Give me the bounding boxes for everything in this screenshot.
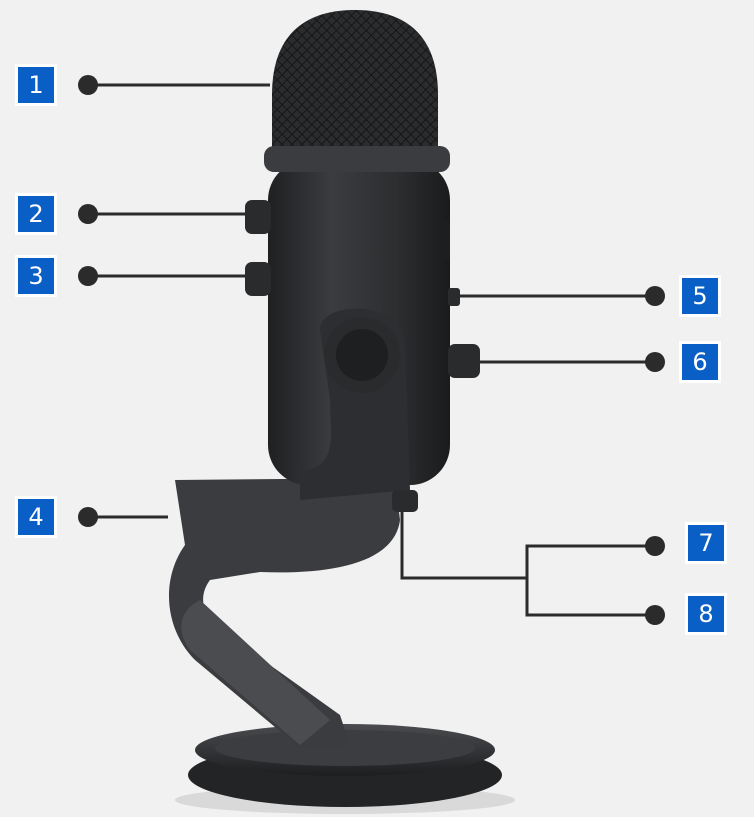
callout-3-label: 3 — [18, 258, 54, 294]
callout-8: 8 — [685, 593, 727, 635]
dot-2 — [78, 204, 98, 224]
grille-ring — [264, 146, 450, 172]
callout-2-label: 2 — [18, 196, 54, 232]
dot-4 — [78, 507, 98, 527]
dot-8 — [645, 605, 665, 625]
stand-arm-face — [181, 600, 330, 745]
callout-6-label: 6 — [682, 344, 718, 380]
side-jack — [440, 220, 450, 260]
callout-1: 1 — [15, 64, 57, 106]
knob-left-lower — [245, 262, 271, 296]
leader-lines — [88, 83, 655, 617]
knob-left-upper — [245, 200, 271, 234]
dot-6 — [645, 352, 665, 372]
dot-5 — [645, 286, 665, 306]
mount-knob-inner — [336, 329, 388, 381]
callout-5-label: 5 — [682, 278, 718, 314]
callout-4: 4 — [15, 496, 57, 538]
callout-4-label: 4 — [18, 499, 54, 535]
dot-7 — [645, 536, 665, 556]
bottom-port — [392, 490, 418, 512]
leader-7 — [525, 544, 655, 578]
dot-1 — [78, 75, 98, 95]
callout-1-label: 1 — [18, 67, 54, 103]
knob-right — [448, 344, 480, 378]
dot-3 — [78, 266, 98, 286]
leader-8 — [525, 578, 655, 617]
leader-dots — [78, 75, 665, 625]
callout-2: 2 — [15, 193, 57, 235]
button-right — [448, 288, 460, 306]
grille — [272, 10, 438, 150]
callout-3: 3 — [15, 255, 57, 297]
callout-7-label: 7 — [688, 525, 724, 561]
leader-7-8-bracket — [400, 505, 527, 580]
callout-5: 5 — [679, 275, 721, 317]
callout-7: 7 — [685, 522, 727, 564]
base-plate — [215, 730, 475, 766]
callout-8-label: 8 — [688, 596, 724, 632]
callout-6: 6 — [679, 341, 721, 383]
